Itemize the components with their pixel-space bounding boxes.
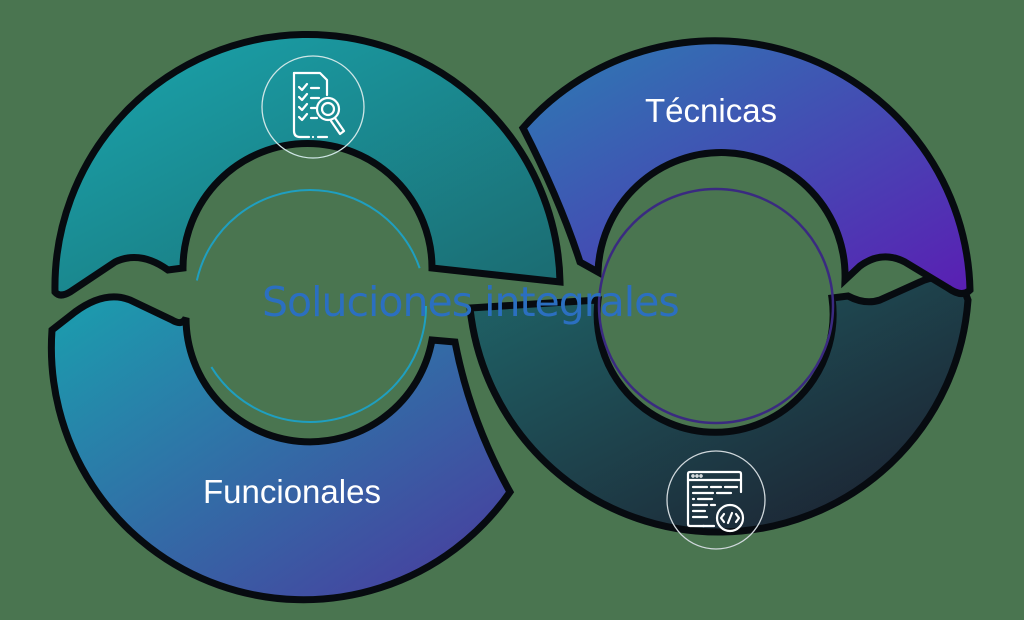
segment-top-left xyxy=(51,31,564,299)
left-inner-ring xyxy=(193,189,427,423)
code-window-icon xyxy=(666,450,766,550)
label-tecnicas: Técnicas xyxy=(645,92,778,129)
segment-bottom-left xyxy=(47,293,515,604)
document-search-icon xyxy=(261,55,365,159)
right-inner-ring xyxy=(597,187,835,425)
label-funcionales: Funcionales xyxy=(203,473,381,510)
segment-top-right xyxy=(518,37,974,297)
diagram-title: Soluciones integrales xyxy=(262,278,680,326)
